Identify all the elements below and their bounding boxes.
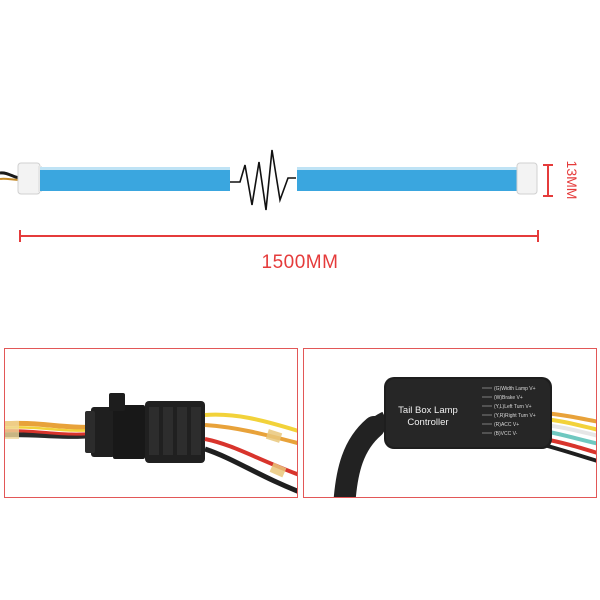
wire-black-right xyxy=(204,446,297,494)
strip-lead-wire xyxy=(0,171,21,180)
wire-yellow-right xyxy=(204,412,297,433)
connector-illustration xyxy=(5,393,297,494)
strip-lead-wire-orange xyxy=(0,177,21,181)
length-label: 1500MM xyxy=(261,252,339,273)
led-strip-illustration xyxy=(0,149,553,242)
controller-pin-list xyxy=(482,387,492,434)
connector-housing xyxy=(85,393,205,463)
strip-end-cap-right xyxy=(516,162,538,195)
controller-pin-label: (W)Brake V+ xyxy=(494,395,523,401)
controller-illustration: Tail Box Lamp Controller (G)Width Lamp V… xyxy=(333,377,596,497)
controller-title-line1: Tail Box Lamp xyxy=(398,405,458,416)
strip-segment-right xyxy=(297,167,519,191)
wire-orange-right xyxy=(204,423,297,445)
controller-main-cable xyxy=(333,416,385,497)
controller-wire-black xyxy=(543,443,596,463)
length-dimension-line xyxy=(19,230,539,242)
connector-photo-panel xyxy=(4,348,298,498)
height-label: 13MM xyxy=(552,150,592,210)
wire-red-right xyxy=(204,437,297,477)
strip-end-cap-left xyxy=(17,162,41,195)
controller-title-line2: Controller xyxy=(407,417,448,428)
strip-segment-left xyxy=(40,167,230,191)
controller-pin-label: (G)Width Lamp V+ xyxy=(494,386,536,392)
controller-pin-label: (B)VCC V- xyxy=(494,431,518,437)
controller-pin-label: (Y,L)Left Turn V+ xyxy=(494,404,532,410)
height-label-text: 13MM xyxy=(564,160,580,200)
controller-pin-label: (Y,R)Right Turn V+ xyxy=(494,413,536,419)
break-zigzag xyxy=(230,149,296,211)
controller-pin-label: (R)ACC V+ xyxy=(494,422,519,428)
height-dimension-line xyxy=(543,164,553,197)
controller-photo-panel: Tail Box Lamp Controller (G)Width Lamp V… xyxy=(303,348,597,498)
